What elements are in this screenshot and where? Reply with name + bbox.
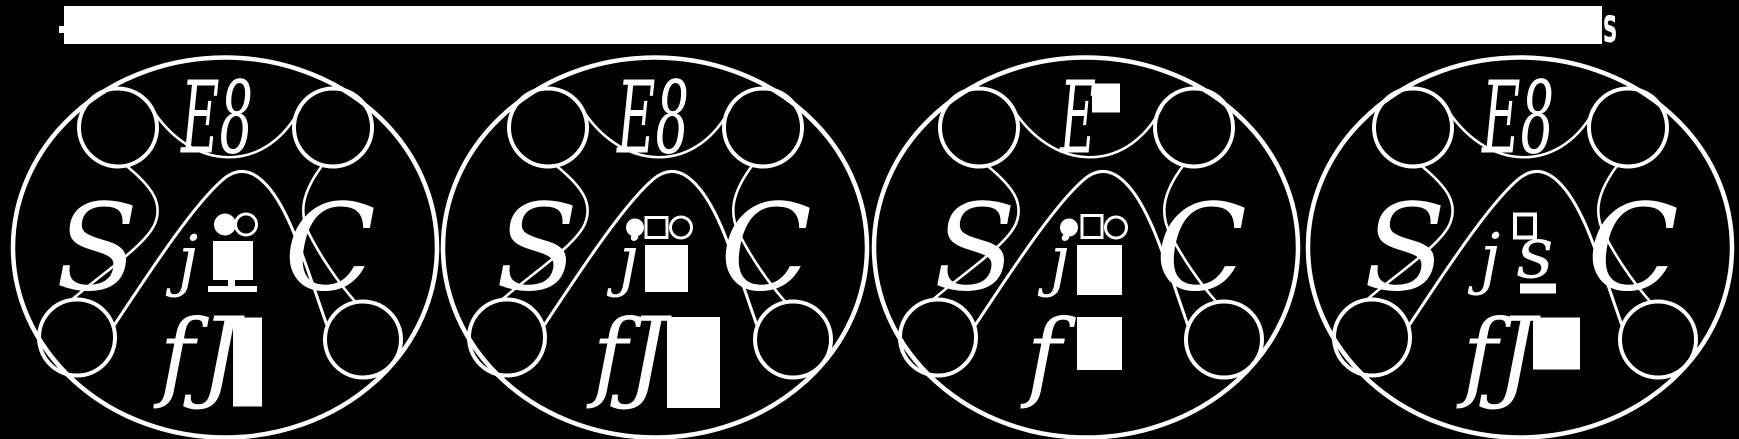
filled-dot-glyph xyxy=(1060,218,1078,237)
underline-bar-glyph xyxy=(1520,283,1556,294)
caption-trailing-text: s xyxy=(1603,0,1617,54)
small-open-square-glyph xyxy=(1513,212,1537,240)
label-script-c: C xyxy=(1587,180,1679,319)
label-e: E xyxy=(1059,60,1096,177)
label-e8: E8 xyxy=(1481,60,1554,177)
monitor-stand-stem xyxy=(228,280,235,286)
e8-circle-3: E S C j f xyxy=(874,58,1298,438)
label-script-c: C xyxy=(720,180,812,319)
open-square-glyph xyxy=(644,216,669,239)
label-s: s xyxy=(1517,211,1554,295)
wide-filled-rect-glyph xyxy=(667,317,720,408)
label-script-s: S xyxy=(56,180,138,319)
filled-square-glyph xyxy=(645,245,688,292)
open-circle-glyph xyxy=(1104,215,1128,240)
label-script-c: C xyxy=(1155,180,1247,319)
filled-square-glyph xyxy=(213,241,253,280)
label-script-s: S xyxy=(1364,180,1446,319)
open-circle-glyph xyxy=(234,212,258,237)
label-e8: E8 xyxy=(180,60,253,177)
bottom-filled-square-glyph xyxy=(1533,317,1580,370)
open-square-glyph xyxy=(1080,214,1104,239)
label-script-s: S xyxy=(496,180,578,319)
e8-circle-2: E8 S C j f J xyxy=(443,58,867,438)
label-e8: E8 xyxy=(616,60,689,177)
e8-circle-1: E8 S C j f J xyxy=(13,58,437,438)
filled-dot-glyph xyxy=(626,218,644,237)
open-circle-glyph xyxy=(669,215,693,240)
superscript-filled-square-glyph xyxy=(1092,83,1120,113)
filled-square-glyph xyxy=(1077,245,1122,295)
label-script-c: C xyxy=(284,180,376,319)
label-script-s: S xyxy=(934,180,1016,319)
e8-circle-4: E8 S C j s f J xyxy=(1308,58,1732,438)
monitor-stand-base xyxy=(208,286,257,292)
bottom-filled-square-glyph xyxy=(1077,317,1122,370)
redaction-bar xyxy=(64,6,1602,44)
filled-dot-glyph xyxy=(214,213,236,236)
tall-filled-rect-glyph xyxy=(233,317,262,407)
redaction-bar-left-tick xyxy=(59,26,64,33)
